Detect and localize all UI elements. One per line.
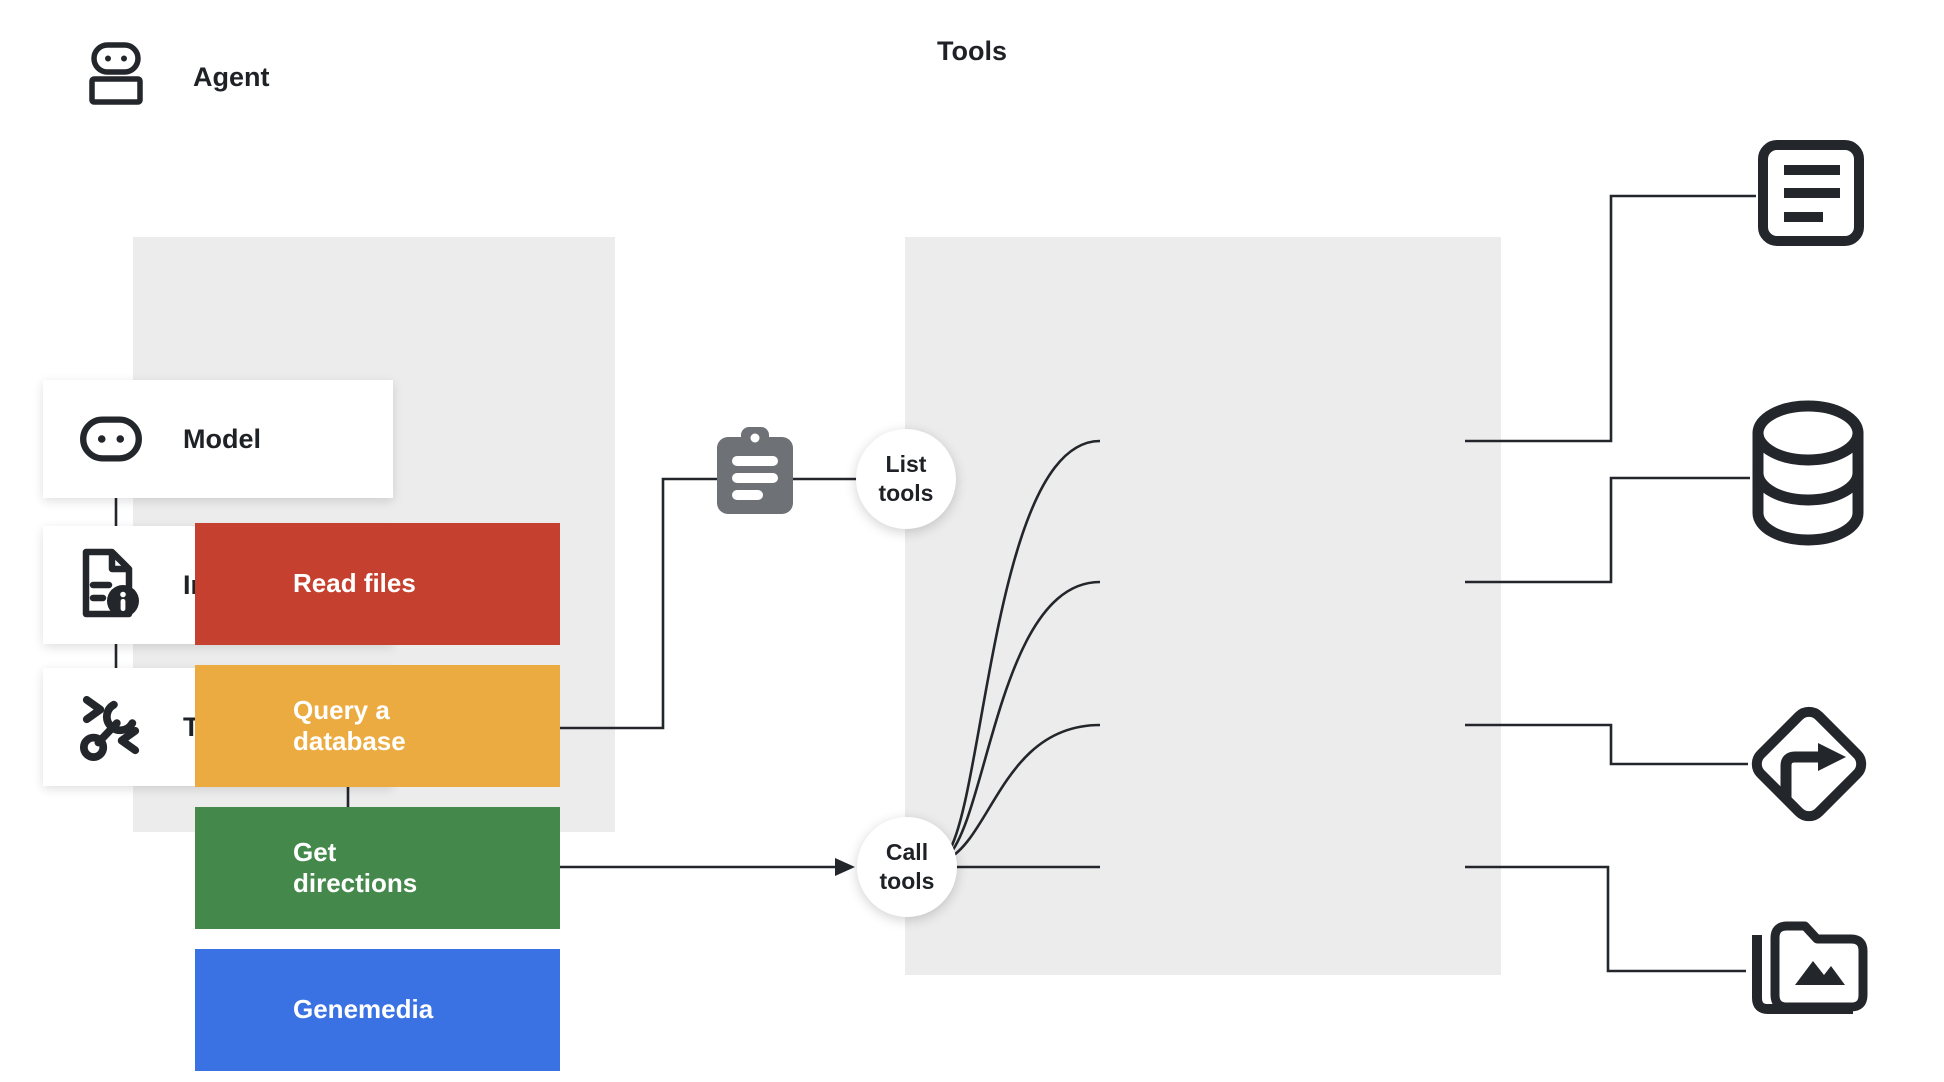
- line-list-tools-to-tools: [547, 477, 858, 730]
- media-folder-icon: [1752, 921, 1868, 1014]
- database-icon: [1752, 400, 1864, 546]
- tool-genemedia: Genemedia: [195, 949, 560, 1071]
- robot-head-icon: [80, 416, 142, 462]
- tool-get-directions: Get directions: [195, 807, 560, 929]
- agent-panel-title: Agent: [193, 61, 270, 92]
- agent-panel-header: Agent: [83, 42, 270, 112]
- call-tools-node: Call tools: [857, 817, 957, 917]
- list-tools-node: List tools: [856, 429, 956, 529]
- line-genemedia-to-media: [1465, 865, 1746, 973]
- tool-query-database-label: Query a database: [293, 694, 406, 756]
- curve-call-to-get-directions: [947, 723, 1101, 861]
- arrowhead-into-call-tools: [835, 858, 855, 876]
- document-lines-icon: [1758, 140, 1864, 246]
- tool-read-files: Read files: [195, 523, 560, 645]
- call-tools-label: Call tools: [879, 839, 935, 894]
- list-tools-label: List tools: [878, 451, 934, 506]
- line-directions-to-sign: [1465, 723, 1748, 766]
- model-label: Model: [183, 423, 261, 454]
- instruction-document-icon: [82, 548, 139, 618]
- curve-call-to-read-files: [946, 439, 1101, 854]
- tools-panel: [905, 237, 1501, 975]
- robot-icon: [89, 42, 143, 105]
- curve-call-to-query-database: [947, 580, 1101, 857]
- line-query-db-to-database: [1465, 476, 1750, 584]
- agent-item-model: Model: [43, 380, 393, 498]
- tool-get-directions-label: Get directions: [293, 836, 418, 898]
- tool-query-database: Query a database: [195, 665, 560, 787]
- clipboard-icon: [717, 427, 793, 514]
- tool-genemedia-label: Genemedia: [293, 994, 434, 1025]
- turn-right-sign-icon: [1751, 706, 1867, 822]
- line-read-files-to-document: [1465, 194, 1756, 443]
- tool-read-files-label: Read files: [293, 568, 416, 599]
- wrench-code-icon: [79, 695, 140, 761]
- tools-panel-title: Tools: [937, 36, 1007, 66]
